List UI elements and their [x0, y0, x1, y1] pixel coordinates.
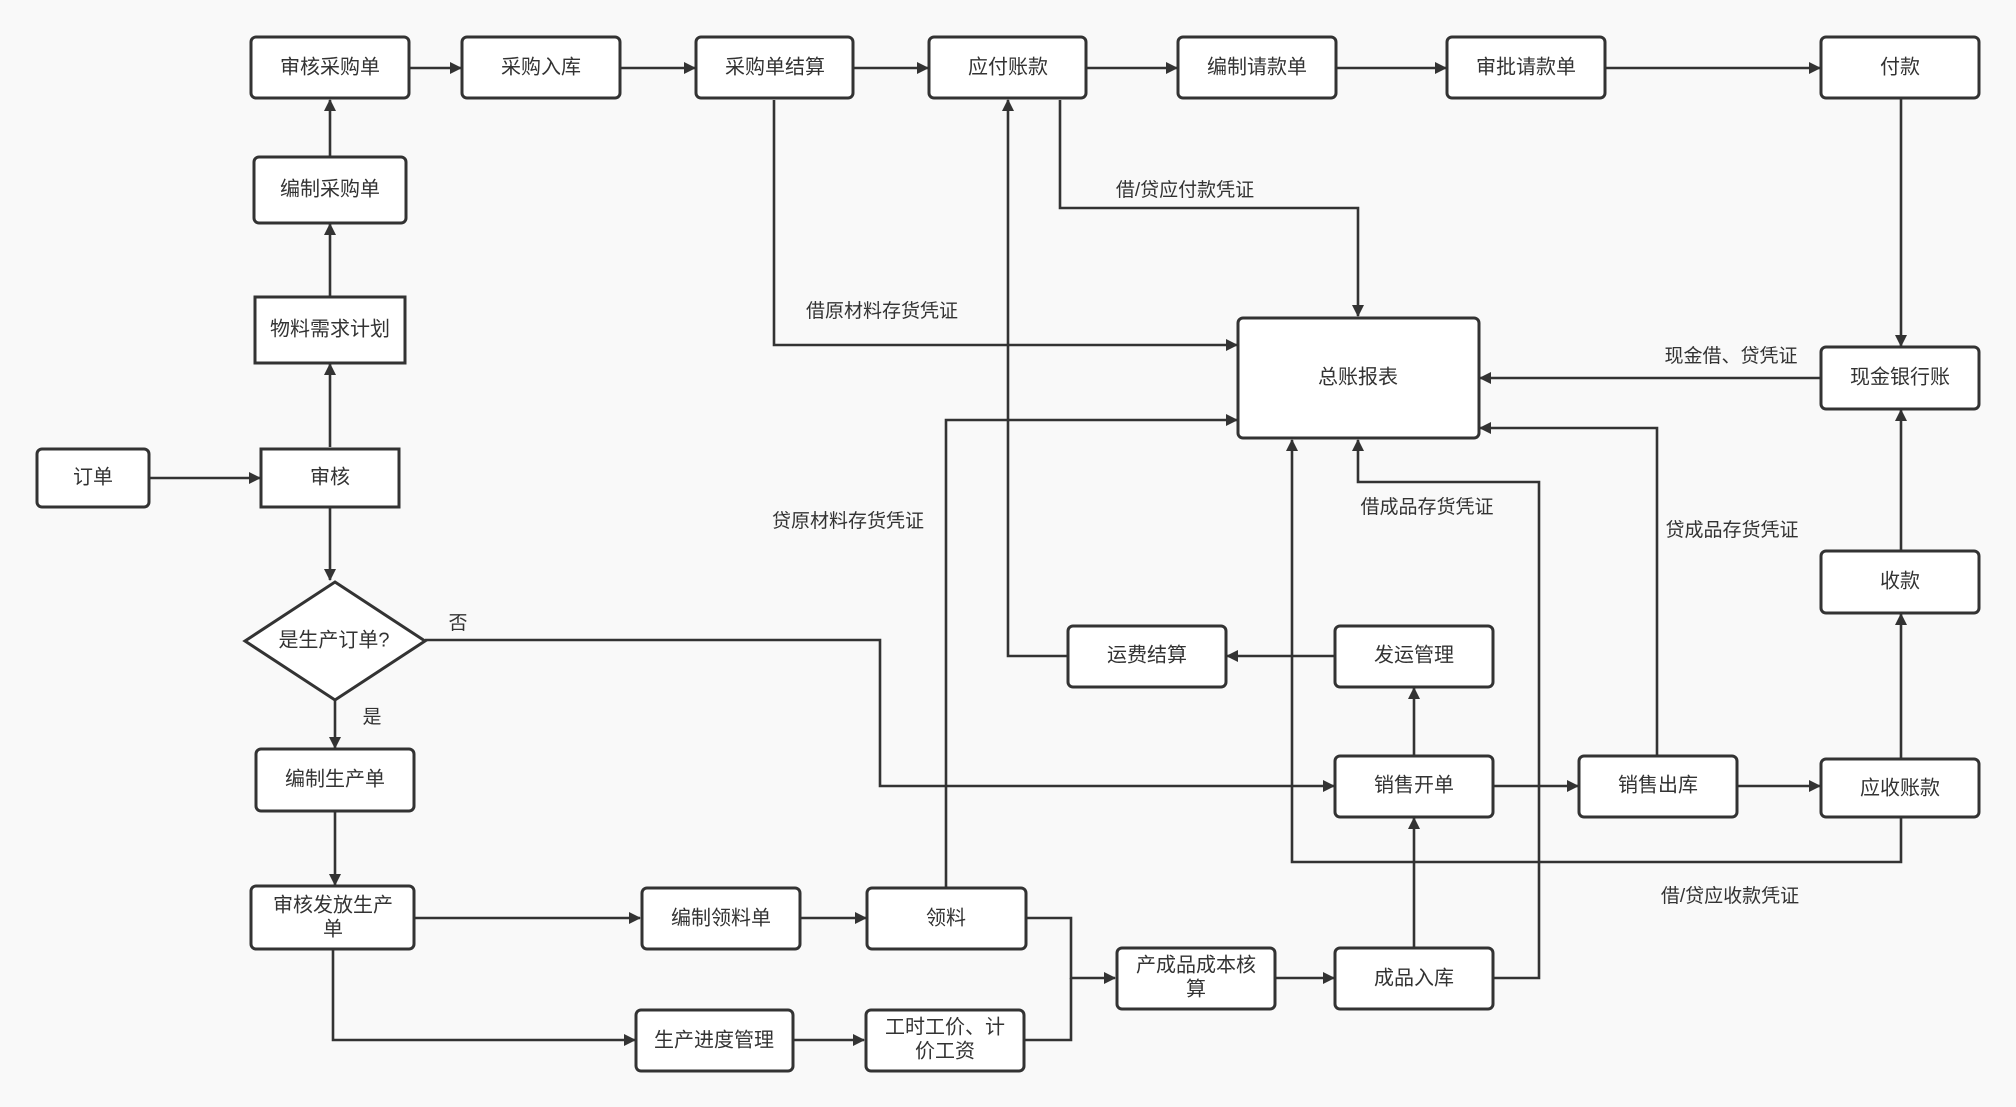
node-yunfei-jiesuan[interactable]: 运费结算 — [1066, 624, 1228, 689]
label-dai-chengpin-pingzheng: 贷成品存货凭证 — [1665, 519, 1798, 541]
node-label: 销售出库 — [1618, 773, 1698, 796]
node-label: 收款 — [1880, 569, 1920, 592]
node-caigou-ruku[interactable]: 采购入库 — [460, 35, 622, 100]
node-fayun-guanli[interactable]: 发运管理 — [1333, 624, 1495, 689]
node-label-line1: 审核发放生产 — [273, 893, 393, 916]
edge-jiesuan-zongzhang — [772, 100, 1238, 351]
node-label: 应付账款 — [968, 55, 1048, 78]
node-bianzhi-qingkuandan[interactable]: 编制请款单 — [1176, 35, 1338, 100]
node-chengpin-ruku[interactable]: 成品入库 — [1333, 946, 1495, 1011]
edge-chuku-zongzhang — [1479, 422, 1659, 755]
edge-yingshou-zongzhang — [1286, 439, 1903, 864]
node-yingfu-zhangkuan[interactable]: 应付账款 — [927, 35, 1088, 100]
edge-labels: 借/贷应付款凭证 借原材料存货凭证 贷原材料存货凭证 现金借、贷凭证 借成品存货… — [362, 179, 1799, 907]
node-label: 付款 — [1880, 55, 1920, 78]
node-label-line2: 算 — [1186, 977, 1206, 1000]
node-xiaoshou-chuku[interactable]: 销售出库 — [1577, 754, 1739, 819]
node-label: 审核 — [310, 465, 350, 488]
edge-lingliao-zongzhang — [944, 414, 1238, 887]
node-dingdan[interactable]: 订单 — [35, 447, 151, 509]
node-label-line2: 单 — [323, 917, 343, 940]
node-label: 采购入库 — [501, 55, 581, 78]
node-lingliao[interactable]: 领料 — [865, 886, 1028, 951]
label-jie-dai-yingfukuan-pingzheng: 借/贷应付款凭证 — [1116, 179, 1254, 201]
node-wuliao-xuqiu-jihua[interactable]: 物料需求计划 — [253, 295, 407, 365]
node-label: 编制采购单 — [280, 177, 380, 200]
node-label: 采购单结算 — [725, 55, 825, 78]
node-label: 运费结算 — [1107, 643, 1187, 666]
node-shoukuan[interactable]: 收款 — [1819, 549, 1981, 615]
node-yingshou-zhangkuan[interactable]: 应收账款 — [1819, 757, 1981, 819]
node-label: 是生产订单? — [278, 628, 389, 651]
label-shi: 是 — [362, 707, 381, 728]
edge-lingliao-chengben — [1026, 916, 1116, 984]
node-bianzhi-shengchandan[interactable]: 编制生产单 — [254, 747, 416, 813]
label-jie-dai-yingshoukuan-pingzheng: 借/贷应收款凭证 — [1661, 885, 1799, 907]
node-fukuan[interactable]: 付款 — [1819, 35, 1981, 100]
node-bianzhi-caigoudan[interactable]: 编制采购单 — [252, 155, 408, 225]
label-fou: 否 — [448, 613, 467, 634]
node-bianzhi-lingliaodan[interactable]: 编制领料单 — [640, 886, 802, 951]
node-label: 审批请款单 — [1476, 55, 1576, 78]
node-shenpi-qingkuandan[interactable]: 审批请款单 — [1445, 35, 1607, 100]
node-label: 现金银行账 — [1850, 365, 1950, 388]
edges — [150, 62, 1907, 1046]
edge-yunfei-yingfu — [1002, 99, 1067, 658]
node-label-line1: 工时工价、计 — [885, 1015, 1005, 1038]
node-shifou-shengchan-dingdan[interactable]: 是生产订单? — [242, 580, 428, 702]
node-label: 生产进度管理 — [654, 1028, 774, 1051]
node-label: 编制领料单 — [671, 906, 771, 929]
edge-diamond-fou — [425, 638, 1335, 792]
node-label: 发运管理 — [1374, 643, 1454, 666]
node-label: 总账报表 — [1318, 365, 1398, 388]
label-jie-yuancailiao-pingzheng: 借原材料存货凭证 — [806, 300, 958, 322]
node-xiaoshou-kaidan[interactable]: 销售开单 — [1333, 754, 1495, 819]
label-jie-chengpin-pingzheng: 借成品存货凭证 — [1360, 496, 1493, 518]
node-chengpin-chengben-hesuan[interactable]: 产成品成本核 算 — [1115, 946, 1277, 1011]
node-xianjin-yinhangzhang[interactable]: 现金银行账 — [1819, 345, 1981, 411]
node-label: 审核采购单 — [280, 55, 380, 78]
node-shengchan-jindu-guanli[interactable]: 生产进度管理 — [634, 1008, 795, 1073]
node-label: 应收账款 — [1860, 776, 1940, 799]
node-label: 物料需求计划 — [270, 317, 390, 340]
edge-yingfu-zongzhang — [1058, 100, 1364, 317]
node-gongshi-gongjia[interactable]: 工时工价、计 价工资 — [864, 1008, 1026, 1073]
node-shenhe-fafang-shengchandan[interactable]: 审核发放生产 单 — [249, 884, 416, 951]
edge-gongshi-chengben — [1024, 978, 1073, 1042]
node-label: 成品入库 — [1374, 966, 1454, 989]
edge-fafang-jindu — [331, 950, 636, 1046]
node-label-line1: 产成品成本核 — [1136, 953, 1256, 976]
node-label: 订单 — [73, 465, 113, 488]
node-zongzhang-baobiao[interactable]: 总账报表 — [1236, 316, 1481, 440]
nodes: 审核采购单 采购入库 采购单结算 应付账款 编制请款单 审批请款单 付款 — [35, 35, 1981, 1073]
node-label-line2: 价工资 — [915, 1039, 975, 1062]
node-label: 编制请款单 — [1207, 55, 1307, 78]
node-shenhe[interactable]: 审核 — [259, 447, 401, 509]
label-xianjin-jiedai-pingzheng: 现金借、贷凭证 — [1664, 345, 1797, 367]
node-caigoudan-jiesuan[interactable]: 采购单结算 — [694, 35, 855, 100]
node-label: 销售开单 — [1374, 773, 1454, 796]
node-label: 领料 — [926, 906, 966, 929]
node-label: 编制生产单 — [285, 767, 385, 790]
edge-ruku-zongzhang — [1352, 439, 1541, 980]
label-dai-yuancailiao-pingzheng: 贷原材料存货凭证 — [772, 510, 924, 532]
node-shenhe-caigoudan[interactable]: 审核采购单 — [249, 35, 411, 100]
